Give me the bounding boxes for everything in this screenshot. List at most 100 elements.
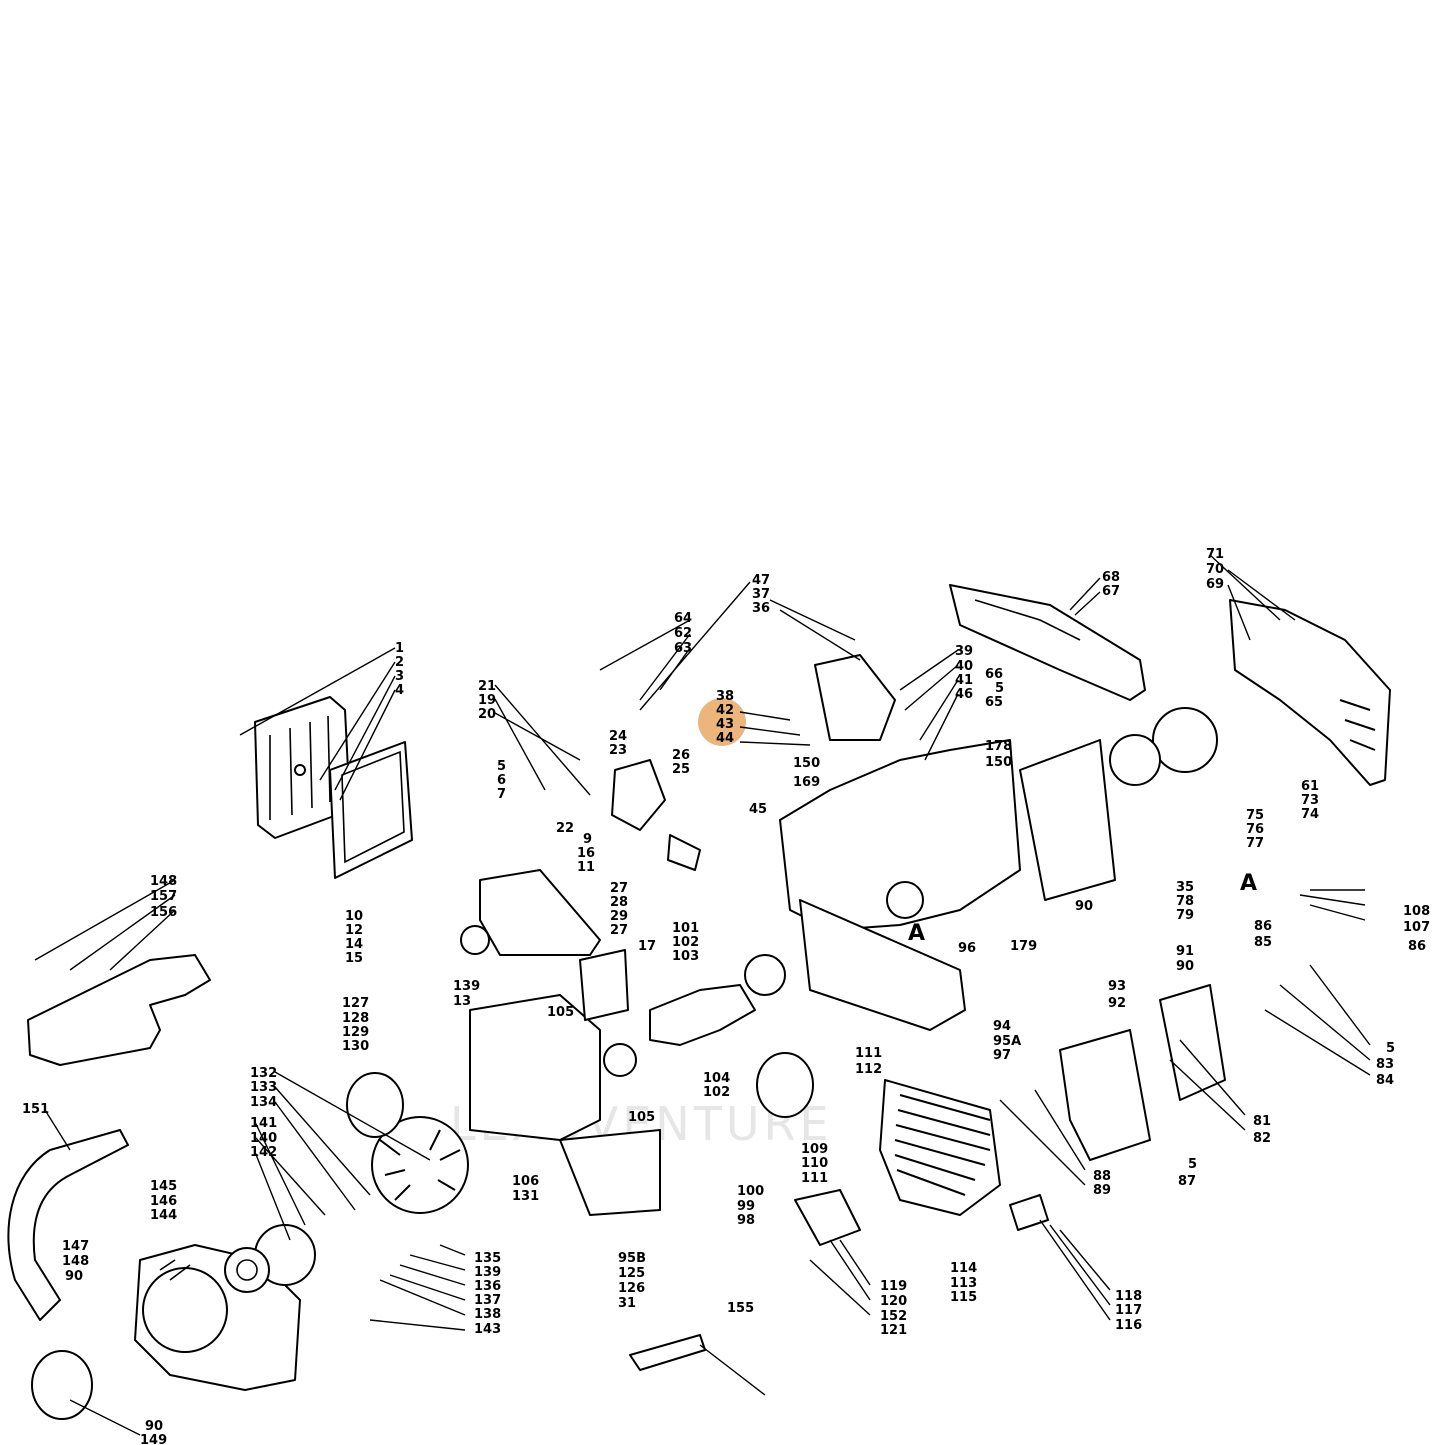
label-27-lower[interactable]: 27 [610, 923, 628, 938]
label-148-upper[interactable]: 148 [150, 874, 177, 889]
label-98[interactable]: 98 [737, 1213, 755, 1228]
label-104[interactable]: 104 [703, 1071, 730, 1086]
label-126[interactable]: 126 [618, 1281, 645, 1296]
label-73[interactable]: 73 [1301, 793, 1319, 808]
label-38[interactable]: 38 [716, 689, 734, 704]
label-65[interactable]: 65 [985, 695, 1003, 710]
label-20[interactable]: 20 [478, 707, 496, 722]
label-132[interactable]: 132 [250, 1066, 277, 1081]
label-120[interactable]: 120 [880, 1294, 907, 1309]
label-24[interactable]: 24 [609, 729, 627, 744]
label-47[interactable]: 47 [752, 573, 770, 588]
label-23[interactable]: 23 [609, 743, 627, 758]
label-134[interactable]: 134 [250, 1095, 277, 1110]
label-1[interactable]: 1 [395, 641, 404, 656]
label-95A[interactable]: 95A [993, 1034, 1021, 1049]
label-76[interactable]: 76 [1246, 822, 1264, 837]
label-91[interactable]: 91 [1176, 944, 1194, 959]
label-7[interactable]: 7 [497, 787, 506, 802]
label-62[interactable]: 62 [674, 626, 692, 641]
label-6[interactable]: 6 [497, 773, 506, 788]
label-90-d[interactable]: 90 [145, 1419, 163, 1434]
label-125[interactable]: 125 [618, 1266, 645, 1281]
label-106[interactable]: 106 [512, 1174, 539, 1189]
label-112[interactable]: 112 [855, 1062, 882, 1077]
label-92[interactable]: 92 [1108, 996, 1126, 1011]
label-27-upper[interactable]: 27 [610, 881, 628, 896]
label-128[interactable]: 128 [342, 1011, 369, 1026]
label-147[interactable]: 147 [62, 1239, 89, 1254]
label-71[interactable]: 71 [1206, 547, 1224, 562]
label-66[interactable]: 66 [985, 667, 1003, 682]
label-46[interactable]: 46 [955, 687, 973, 702]
label-140[interactable]: 140 [250, 1131, 277, 1146]
label-13[interactable]: 13 [453, 994, 471, 1009]
label-2[interactable]: 2 [395, 655, 404, 670]
label-97[interactable]: 97 [993, 1048, 1011, 1063]
label-135[interactable]: 135 [474, 1251, 501, 1266]
label-4[interactable]: 4 [395, 683, 404, 698]
label-42[interactable]: 42 [716, 703, 734, 718]
label-75[interactable]: 75 [1246, 808, 1264, 823]
label-45[interactable]: 45 [749, 802, 767, 817]
label-74[interactable]: 74 [1301, 807, 1319, 822]
label-3[interactable]: 3 [395, 669, 404, 684]
label-89[interactable]: 89 [1093, 1183, 1111, 1198]
label-107[interactable]: 107 [1403, 920, 1430, 935]
label-99[interactable]: 99 [737, 1199, 755, 1214]
label-157[interactable]: 157 [150, 889, 177, 904]
label-5-right[interactable]: 5 [1386, 1041, 1395, 1056]
label-88[interactable]: 88 [1093, 1169, 1111, 1184]
label-86-left[interactable]: 86 [1254, 919, 1272, 934]
label-39[interactable]: 39 [955, 644, 973, 659]
label-36[interactable]: 36 [752, 601, 770, 616]
label-150-left[interactable]: 150 [793, 756, 820, 771]
label-69[interactable]: 69 [1206, 577, 1224, 592]
label-113[interactable]: 113 [950, 1276, 977, 1291]
label-22[interactable]: 22 [556, 821, 574, 836]
label-114[interactable]: 114 [950, 1261, 977, 1276]
label-5-low[interactable]: 5 [1188, 1157, 1197, 1172]
label-63[interactable]: 63 [674, 641, 692, 656]
label-37[interactable]: 37 [752, 587, 770, 602]
label-139-upper[interactable]: 139 [453, 979, 480, 994]
label-142[interactable]: 142 [250, 1145, 277, 1160]
label-115[interactable]: 115 [950, 1290, 977, 1305]
label-40[interactable]: 40 [955, 659, 973, 674]
label-121[interactable]: 121 [880, 1323, 907, 1338]
label-9[interactable]: 9 [583, 832, 592, 847]
label-111-upper[interactable]: 111 [855, 1046, 882, 1061]
label-41[interactable]: 41 [955, 673, 973, 688]
label-81[interactable]: 81 [1253, 1114, 1271, 1129]
label-79[interactable]: 79 [1176, 908, 1194, 923]
label-31[interactable]: 31 [618, 1296, 636, 1311]
label-169[interactable]: 169 [793, 775, 820, 790]
label-155[interactable]: 155 [727, 1301, 754, 1316]
label-119[interactable]: 119 [880, 1279, 907, 1294]
label-85[interactable]: 85 [1254, 935, 1272, 950]
label-61[interactable]: 61 [1301, 779, 1319, 794]
label-64[interactable]: 64 [674, 611, 692, 626]
label-5[interactable]: 5 [497, 759, 506, 774]
label-150-right[interactable]: 150 [985, 755, 1012, 770]
label-127[interactable]: 127 [342, 996, 369, 1011]
label-109[interactable]: 109 [801, 1142, 828, 1157]
label-16[interactable]: 16 [577, 846, 595, 861]
label-35[interactable]: 35 [1176, 880, 1194, 895]
label-179[interactable]: 179 [1010, 939, 1037, 954]
label-145[interactable]: 145 [150, 1179, 177, 1194]
label-90-a[interactable]: 90 [1075, 899, 1093, 914]
label-25[interactable]: 25 [672, 762, 690, 777]
label-26[interactable]: 26 [672, 748, 690, 763]
label-87[interactable]: 87 [1178, 1174, 1196, 1189]
label-78[interactable]: 78 [1176, 894, 1194, 909]
label-90-c[interactable]: 90 [65, 1269, 83, 1284]
label-84[interactable]: 84 [1376, 1073, 1394, 1088]
label-43[interactable]: 43 [716, 717, 734, 732]
label-21[interactable]: 21 [478, 679, 496, 694]
label-130[interactable]: 130 [342, 1039, 369, 1054]
label-102-lower[interactable]: 102 [703, 1085, 730, 1100]
label-101[interactable]: 101 [672, 921, 699, 936]
highlight-marker[interactable] [698, 698, 746, 746]
label-108[interactable]: 108 [1403, 904, 1430, 919]
